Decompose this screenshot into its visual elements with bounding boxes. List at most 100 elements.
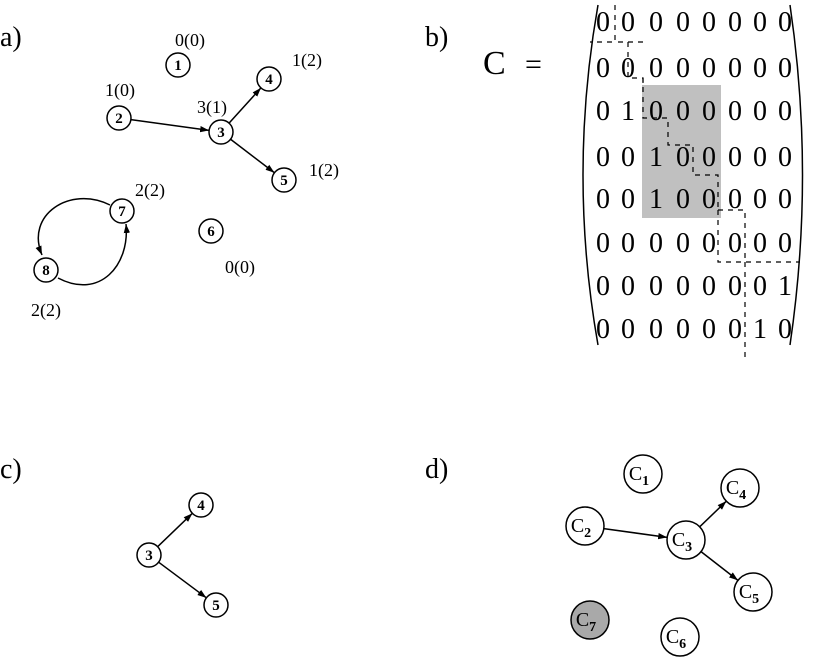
node-label: 5 — [280, 173, 288, 189]
cluster-node-2: C2 — [565, 506, 605, 546]
cluster-circle — [623, 454, 663, 494]
matrix-cell: 0 — [596, 184, 610, 215]
matrix-cell: 0 — [676, 53, 690, 84]
cluster-circle — [565, 506, 605, 546]
node-circle — [33, 257, 59, 283]
node-circle — [203, 592, 229, 618]
matrix-cell: 0 — [596, 7, 610, 38]
cluster-node-3: C3 — [666, 520, 706, 560]
matrix-shaded-block — [642, 85, 721, 218]
node-annotation: 1(2) — [292, 50, 322, 71]
node-circle — [208, 119, 234, 145]
matrix-cell: 0 — [596, 53, 610, 84]
cluster-subscript: 7 — [589, 620, 596, 635]
matrix-cell: 0 — [728, 228, 742, 259]
matrix-cell: 0 — [676, 271, 690, 302]
node-2: 2 1(0) — [105, 80, 135, 131]
matrix-cell: 1 — [649, 184, 663, 215]
node-label: 6 — [207, 224, 215, 240]
matrix-equals: = — [525, 48, 542, 81]
node-label: 3 — [217, 125, 225, 141]
matrix-cell: 0 — [621, 142, 635, 173]
node-annotation: 0(0) — [175, 30, 205, 51]
matrix-cell: 0 — [596, 314, 610, 345]
node-label: 1 — [174, 58, 182, 74]
cluster-node-1: C1 — [623, 454, 663, 494]
matrix-cell: 0 — [778, 228, 792, 259]
node-label: 7 — [118, 204, 126, 220]
edge-2-3 — [603, 527, 668, 540]
matrix-cell: 0 — [621, 53, 635, 84]
matrix-cell: 0 — [728, 271, 742, 302]
matrix-label: C — [483, 45, 506, 82]
cluster-node-7: C7 — [570, 600, 610, 640]
node-annotation: 1(2) — [309, 160, 339, 181]
cluster-circle — [720, 468, 760, 508]
cluster-node-4: C4 — [720, 468, 760, 508]
edge-3-4 — [699, 500, 727, 528]
matrix-cell: 0 — [728, 142, 742, 173]
cluster-node-5: C5 — [733, 572, 773, 612]
matrix-cell: 0 — [676, 7, 690, 38]
matrix-cell: 0 — [728, 314, 742, 345]
cluster-circle — [570, 600, 610, 640]
node-1: 1 0(0) — [165, 30, 205, 78]
matrix-cell: 0 — [621, 271, 635, 302]
node-3: 3 — [136, 542, 162, 568]
matrix-cell: 0 — [778, 314, 792, 345]
node-label: 5 — [212, 598, 220, 614]
matrix-cell: 0 — [621, 184, 635, 215]
node-circle — [136, 542, 162, 568]
edge-3-4 — [228, 87, 262, 124]
cluster-subscript: 3 — [685, 540, 692, 555]
node-label: 4 — [197, 498, 205, 514]
matrix-cell: 0 — [649, 96, 663, 127]
node-annotation: 2(2) — [135, 180, 165, 201]
cluster-circle — [733, 572, 773, 612]
matrix-cell: 0 — [702, 228, 716, 259]
edge-3-5 — [158, 561, 207, 599]
matrix-cell: 0 — [753, 53, 767, 84]
matrix-cell: 0 — [649, 271, 663, 302]
edge-3-4 — [157, 512, 193, 548]
panel-b-label: b) — [425, 22, 448, 53]
panel-a-graph: 10(0)21(0)33(1)41(2)51(2)60(0)72(2)82(2) — [31, 30, 339, 321]
edge-3-5 — [700, 551, 739, 581]
edge-3-5 — [230, 138, 275, 174]
cluster-subscript: 1 — [642, 474, 649, 489]
matrix-cell: 0 — [649, 228, 663, 259]
matrix-cell: 0 — [676, 142, 690, 173]
node-label: 2 — [115, 111, 123, 127]
matrix-cell: 0 — [649, 53, 663, 84]
matrix-left-paren — [582, 4, 599, 346]
block-boundary-5 — [718, 209, 800, 263]
node-circle — [106, 105, 132, 131]
matrix-block-boundaries — [590, 5, 800, 360]
node-5: 5 — [203, 592, 229, 618]
cluster-node-6: C6 — [660, 617, 700, 657]
node-7: 7 2(2) — [109, 180, 165, 224]
matrix-cell: 0 — [753, 228, 767, 259]
node-annotation: 0(0) — [225, 257, 255, 278]
cluster-subscript: 2 — [584, 526, 591, 541]
node-4: 41(2) — [256, 50, 322, 92]
cluster-subscript: 5 — [752, 592, 759, 607]
node-circle — [109, 198, 135, 224]
node-annotation: 2(2) — [31, 300, 61, 321]
node-annotation: 1(0) — [105, 80, 135, 101]
block-boundary-6 — [717, 210, 745, 263]
matrix-cell: 0 — [596, 96, 610, 127]
matrix-cell: 0 — [778, 96, 792, 127]
matrix-cell: 0 — [702, 184, 716, 215]
edge-2-3 — [130, 118, 210, 133]
node-6: 6 0(0) — [198, 218, 255, 278]
node-circle — [198, 218, 224, 244]
node-8: 82(2) — [31, 257, 61, 321]
block-boundary-3 — [627, 42, 719, 210]
edge-7-8 — [35, 198, 111, 256]
matrix-cell: 0 — [778, 7, 792, 38]
matrix-cell: 1 — [778, 271, 792, 302]
